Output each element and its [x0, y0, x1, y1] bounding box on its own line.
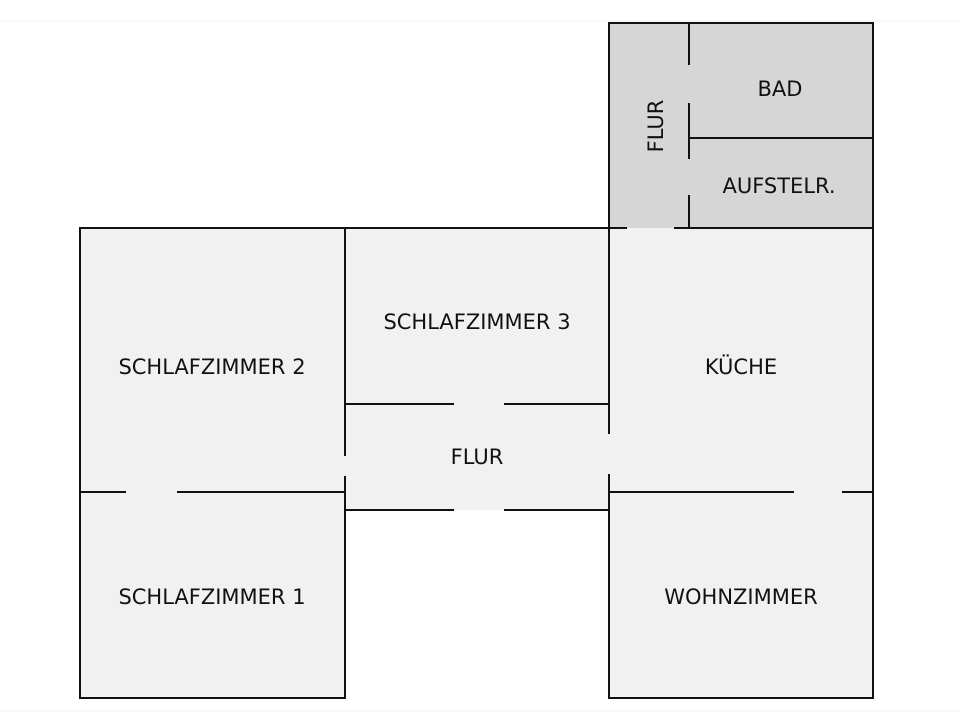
room-schlafzimmer-1-area [80, 492, 345, 698]
wet-area-block [609, 23, 873, 228]
label-flur-center: FLUR [451, 445, 504, 469]
label-aufstellraum: AUFSTELR. [722, 174, 835, 198]
label-wohnzimmer: WOHNZIMMER [664, 585, 817, 609]
label-kueche: KÜCHE [705, 354, 777, 379]
room-wohnzimmer-area [609, 492, 873, 698]
label-schlafzimmer-3: SCHLAFZIMMER 3 [383, 310, 570, 334]
label-schlafzimmer-1: SCHLAFZIMMER 1 [118, 585, 305, 609]
room-schlafzimmer-3-area [345, 228, 609, 404]
label-bad: BAD [758, 77, 803, 101]
walls [79, 22, 874, 699]
room-schlafzimmer-2-area [80, 228, 345, 492]
room-labels: SCHLAFZIMMER 2 SCHLAFZIMMER 1 SCHLAFZIMM… [118, 77, 835, 609]
room-kueche-area [609, 228, 873, 492]
label-schlafzimmer-2: SCHLAFZIMMER 2 [118, 355, 305, 379]
room-flur-center-area [345, 404, 609, 510]
room-fills [80, 23, 873, 698]
label-flur-top: FLUR [644, 100, 668, 153]
